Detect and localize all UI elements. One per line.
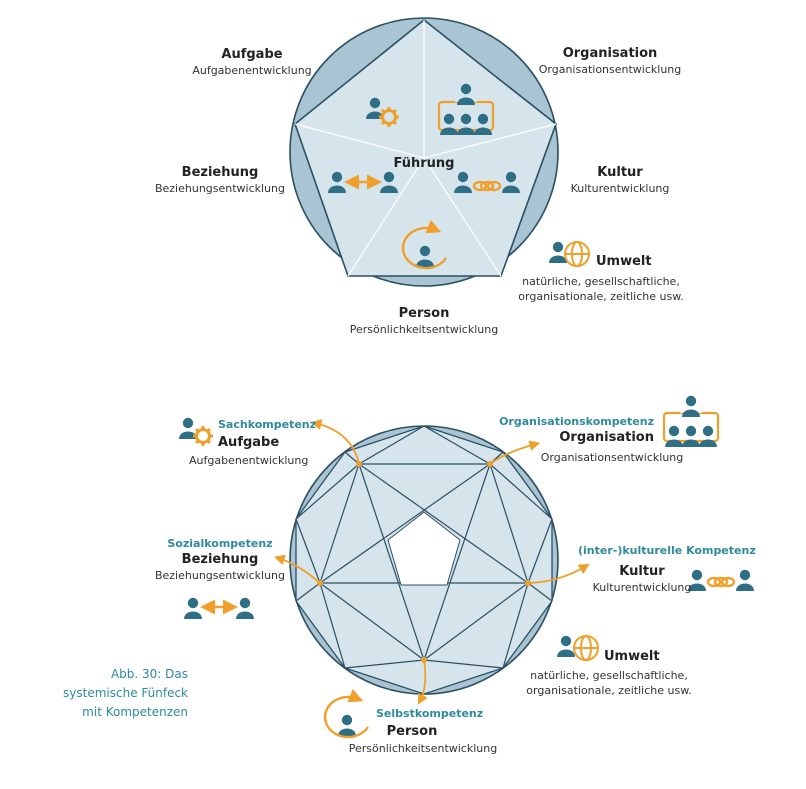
environment-globe-icon xyxy=(549,241,590,267)
bottom-person-sub: Persönlichkeitsentwicklung xyxy=(348,742,498,755)
top-beziehung-label: Beziehung Beziehungsentwicklung xyxy=(150,164,290,196)
bottom-beziehung-label: Sozialkompetenz Beziehung Beziehungsentw… xyxy=(152,536,288,583)
bottom-star-lines xyxy=(295,425,553,669)
top-person-label: Person Persönlichkeitsentwicklung xyxy=(342,305,506,337)
top-beziehung-title: Beziehung xyxy=(181,165,259,180)
bottom-selbstkompetenz: Selbstkompetenz xyxy=(376,707,484,720)
task-gear-icon xyxy=(179,417,213,446)
bottom-beziehung-sub: Beziehungsentwicklung xyxy=(154,569,286,582)
bottom-organisation-title: Organisation xyxy=(559,430,654,445)
organisation-chart-icon xyxy=(662,395,720,447)
bottom-organisation-sub: Organisationsentwicklung xyxy=(540,451,684,464)
center-pentagon xyxy=(387,511,461,586)
person-cycle-icon xyxy=(401,220,447,270)
top-kultur-label: Kultur Kulturentwicklung xyxy=(560,164,680,196)
competence-arrows xyxy=(273,419,590,705)
top-organisation-sub: Organisationsentwicklung xyxy=(538,63,682,76)
top-person-sub: Persönlichkeitsentwicklung xyxy=(349,323,499,336)
top-aufgabe-sub: Aufgabenentwicklung xyxy=(192,64,312,77)
caption-line-2: systemische Fünfeck xyxy=(63,686,188,700)
bottom-beziehung-title: Beziehung xyxy=(181,552,259,567)
top-spokes xyxy=(294,20,557,277)
bottom-umwelt-sub: natürliche, gesellschaftliche, organisat… xyxy=(520,668,698,698)
top-organisation-label: Organisation Organisationsentwicklung xyxy=(530,45,690,77)
bottom-diagram xyxy=(179,395,754,739)
bottom-aufgabe-sub: Aufgabenentwicklung xyxy=(189,454,309,467)
bottom-kultur-title: Kultur xyxy=(619,564,665,579)
person-cycle-icon xyxy=(323,689,369,739)
top-umwelt-sub1: natürliche, gesellschaftliche, xyxy=(522,275,680,288)
top-kultur-sub: Kulturentwicklung xyxy=(570,182,670,195)
relationship-icon xyxy=(328,171,398,193)
top-umwelt-sub: natürliche, gesellschaftliche, organisat… xyxy=(512,274,690,304)
bottom-umwelt-sub1: natürliche, gesellschaftliche, xyxy=(530,669,688,682)
bottom-organisationskompetenz: Organisationskompetenz xyxy=(499,415,654,428)
bottom-organisation-label: Organisationskompetenz Organisation xyxy=(490,414,654,446)
task-gear-icon xyxy=(366,97,399,127)
environment-globe-icon xyxy=(557,635,599,661)
culture-chain-icon xyxy=(688,569,754,591)
relationship-icon xyxy=(184,597,254,619)
bottom-sozialkompetenz: Sozialkompetenz xyxy=(167,537,273,550)
bottom-person-title: Person xyxy=(386,724,438,739)
top-beziehung-sub: Beziehungsentwicklung xyxy=(154,182,286,195)
top-pentagon xyxy=(294,18,557,277)
bottom-aufgabe-title: Aufgabe xyxy=(218,435,280,450)
caption-line-3: mit Kompetenzen xyxy=(82,705,188,719)
bottom-sachkompetenz: Sachkompetenz xyxy=(218,418,317,431)
organisation-chart-icon xyxy=(437,83,495,135)
top-kultur-title: Kultur xyxy=(597,165,643,180)
bottom-umwelt-title: Umwelt xyxy=(604,649,660,664)
top-umwelt-sub2: organisationale, zeitliche usw. xyxy=(518,290,684,303)
top-aufgabe-title: Aufgabe xyxy=(221,47,283,62)
bottom-umwelt-sub2: organisationale, zeitliche usw. xyxy=(526,684,692,697)
top-diagram xyxy=(289,17,590,287)
bottom-kultur-sub: Kulturentwicklung xyxy=(592,581,692,594)
top-organisation-title: Organisation xyxy=(562,46,658,61)
culture-chain-icon xyxy=(454,171,520,193)
top-person-title: Person xyxy=(398,306,450,321)
top-aufgabe-label: Aufgabe Aufgabenentwicklung xyxy=(182,46,322,78)
figure-caption: Abb. 30: Das systemische Fünfeck mit Kom… xyxy=(54,665,188,722)
top-center-label: Führung xyxy=(393,156,455,171)
top-umwelt-title: Umwelt xyxy=(596,254,652,269)
caption-line-1: Abb. 30: Das xyxy=(110,667,188,681)
bottom-kulturelle-kompetenz: (inter-)kulturelle Kompetenz xyxy=(578,544,756,557)
